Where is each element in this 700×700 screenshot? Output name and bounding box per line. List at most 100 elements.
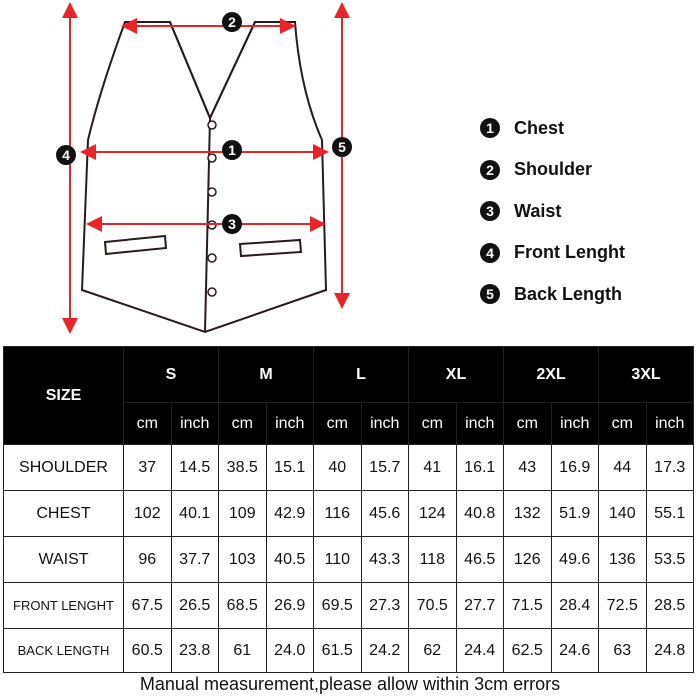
table-cell: 53.5 [645, 536, 694, 583]
table-cell: 67.5 [123, 582, 172, 629]
legend-item-chest: 1 Chest [480, 118, 690, 138]
measurement-legend: 1 Chest 2 Shoulder 3 Waist 4 Front Lengh… [480, 118, 690, 326]
table-cell: 28.4 [550, 582, 599, 629]
row-label: FRONT LENGHT [3, 582, 124, 629]
table-cell: 61 [218, 628, 267, 673]
table-cell: 24.0 [265, 628, 314, 673]
table-cell: 43.3 [360, 536, 409, 583]
table-cell: 28.5 [645, 582, 694, 629]
table-cell: 60.5 [123, 628, 172, 673]
table-cell: 24.6 [550, 628, 599, 673]
size-3xl-header: 3XL [598, 346, 694, 403]
table-cell: 15.1 [265, 444, 314, 491]
table-row: SHOULDER 37 14.5 38.5 15.1 40 15.7 41 16… [3, 444, 694, 491]
table-cell: 62 [408, 628, 457, 673]
table-cell: 16.1 [455, 444, 504, 491]
table-cell: 42.9 [265, 490, 314, 537]
table-cell: 38.5 [218, 444, 267, 491]
table-cell: 118 [408, 536, 457, 583]
table-cell: 43 [503, 444, 552, 491]
table-row: WAIST 96 37.7 103 40.5 110 43.3 118 46.5… [3, 536, 694, 583]
size-l-header: L [313, 346, 409, 403]
size-xl-header: XL [408, 346, 504, 403]
number-badge: 5 [480, 284, 500, 304]
unit-inch: inch [170, 402, 219, 445]
table-cell: 71.5 [503, 582, 552, 629]
unit-inch: inch [550, 402, 599, 445]
legend-label: Shoulder [514, 159, 593, 179]
table-cell: 69.5 [313, 582, 362, 629]
table-cell: 44 [598, 444, 647, 491]
table-cell: 63 [598, 628, 647, 673]
table-cell: 102 [123, 490, 172, 537]
unit-cm: cm [218, 402, 267, 445]
table-cell: 40 [313, 444, 362, 491]
legend-label: Front Lenght [514, 242, 625, 262]
number-badge: 1 [480, 118, 500, 138]
svg-text:5: 5 [338, 139, 346, 155]
vest-diagram: 2 1 3 4 5 [56, 2, 352, 334]
table-row: FRONT LENGHT 67.5 26.5 68.5 26.9 69.5 27… [3, 582, 694, 629]
table-cell: 96 [123, 536, 172, 583]
unit-cm: cm [408, 402, 457, 445]
legend-label: Chest [514, 117, 565, 138]
unit-inch: inch [265, 402, 314, 445]
table-row: BACK LENGTH 60.5 23.8 61 24.0 61.5 24.2 … [3, 628, 694, 673]
row-label: CHEST [3, 490, 124, 537]
unit-header-row: cm inch cm inch cm inch cm inch cm inch … [4, 402, 694, 445]
row-label: WAIST [3, 536, 124, 583]
vest-outline [80, 21, 328, 334]
table-cell: 24.4 [455, 628, 504, 673]
table-cell: 40.1 [170, 490, 219, 537]
table-cell: 24.8 [645, 628, 694, 673]
legend-label: Back Length [514, 283, 623, 304]
table-cell: 16.9 [550, 444, 599, 491]
table-cell: 72.5 [598, 582, 647, 629]
table-cell: 37 [123, 444, 172, 491]
table-cell: 124 [408, 490, 457, 537]
table-cell: 45.6 [360, 490, 409, 537]
table-cell: 27.3 [360, 582, 409, 629]
unit-inch: inch [455, 402, 504, 445]
table-cell: 23.8 [170, 628, 219, 673]
table-cell: 26.5 [170, 582, 219, 629]
legend-item-back-length: 5 Back Length [480, 284, 690, 304]
size-chart-table: SIZE S M L XL 2XL 3XL cm inch cm inch cm… [3, 346, 694, 673]
legend-label: Waist [514, 200, 562, 221]
table-cell: 14.5 [170, 444, 219, 491]
table-cell: 17.3 [645, 444, 694, 491]
marker-5: 5 [332, 137, 352, 157]
unit-cm: cm [313, 402, 362, 445]
table-cell: 132 [503, 490, 552, 537]
table-cell: 68.5 [218, 582, 267, 629]
table-cell: 51.9 [550, 490, 599, 537]
table-cell: 49.6 [550, 536, 599, 583]
measurement-note: Manual measurement,please allow within 3… [139, 674, 561, 694]
legend-item-shoulder: 2 Shoulder [480, 159, 690, 180]
row-label: SHOULDER [3, 444, 124, 491]
svg-text:2: 2 [228, 14, 236, 30]
table-cell: 136 [598, 536, 647, 583]
table-cell: 140 [598, 490, 647, 537]
marker-3: 3 [222, 214, 242, 234]
svg-text:1: 1 [228, 142, 236, 158]
row-label: BACK LENGTH [3, 628, 124, 673]
marker-1: 1 [222, 140, 242, 160]
size-2xl-header: 2XL [503, 346, 599, 403]
number-badge: 4 [480, 242, 500, 263]
svg-text:3: 3 [228, 216, 236, 232]
table-cell: 61.5 [313, 628, 362, 673]
size-header-cell: SIZE [3, 346, 124, 445]
table-cell: 103 [218, 536, 267, 583]
table-cell: 70.5 [408, 582, 457, 629]
unit-cm: cm [123, 402, 172, 445]
table-cell: 109 [218, 490, 267, 537]
table-cell: 24.2 [360, 628, 409, 673]
size-header-row: SIZE S M L XL 2XL 3XL [3, 346, 694, 445]
unit-inch: inch [645, 402, 694, 445]
size-s-header: S [123, 346, 219, 403]
table-cell: 126 [503, 536, 552, 583]
legend-item-front-length: 4 Front Lenght [480, 242, 690, 263]
table-cell: 27.7 [455, 582, 504, 629]
table-cell: 116 [313, 490, 362, 537]
